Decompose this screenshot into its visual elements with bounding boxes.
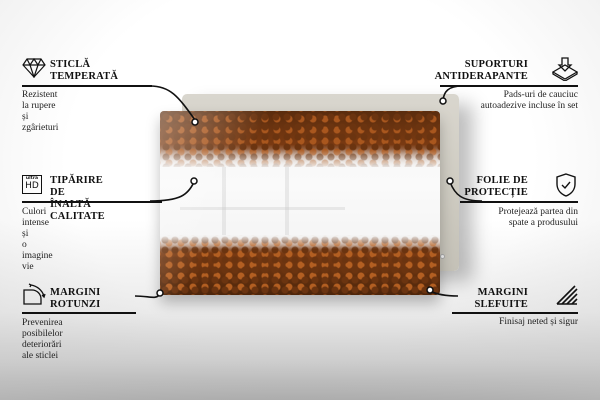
divider-line bbox=[460, 201, 578, 203]
diamond-icon bbox=[22, 58, 46, 78]
polished-edge-icon bbox=[556, 285, 578, 305]
feature-description: spate a produsului bbox=[508, 218, 578, 228]
feature-title: temperată bbox=[50, 71, 119, 82]
divider-line bbox=[440, 85, 578, 87]
feature-title: Suporturi bbox=[464, 59, 528, 70]
divider-line bbox=[22, 312, 136, 314]
window-frame-bar bbox=[180, 207, 345, 210]
glass-glare bbox=[160, 111, 440, 295]
feature-description: Culori intense și bbox=[22, 207, 49, 239]
shield-check-icon bbox=[556, 173, 576, 197]
feature-description: Finisaj neted și sigur bbox=[499, 317, 578, 327]
feature-description: ale sticlei bbox=[22, 351, 59, 361]
feature-description: și zgârieturi bbox=[22, 112, 59, 133]
mount-hole bbox=[440, 100, 445, 105]
rounded-corner-icon bbox=[23, 283, 46, 305]
feature-description: Protejează partea din bbox=[498, 207, 578, 217]
ultra-label: ultra bbox=[25, 176, 39, 181]
feature-description: autoadezive incluse în set bbox=[480, 101, 578, 111]
feature-title: Margini bbox=[50, 287, 101, 298]
divider-line bbox=[22, 201, 162, 203]
feature-title: Sticlă bbox=[50, 59, 91, 70]
feature-title: protecție bbox=[464, 187, 528, 198]
feature-description: Pads-uri de cauciuc bbox=[503, 90, 578, 100]
feature-title: Tipărire de bbox=[50, 175, 103, 198]
glass-panel-image bbox=[160, 111, 440, 295]
feature-description: Prevenirea posibilelor deteriorări bbox=[22, 318, 63, 350]
divider-line bbox=[452, 312, 578, 314]
feature-description: o imagine vie bbox=[22, 240, 53, 272]
mount-hole bbox=[440, 254, 445, 259]
window-frame-bar bbox=[222, 151, 226, 261]
anti-slip-pad-icon bbox=[552, 57, 578, 81]
feature-title: Folie de bbox=[476, 175, 528, 186]
window-frame-bar bbox=[285, 151, 289, 261]
feature-description: Rezistent la rupere bbox=[22, 90, 58, 111]
ultra-hd-icon: ultra HD bbox=[22, 175, 42, 194]
divider-line bbox=[22, 85, 152, 87]
feature-title: antiderapante bbox=[434, 71, 528, 82]
hd-label: HD bbox=[25, 181, 39, 191]
feature-title: Margini bbox=[477, 287, 528, 298]
coffee-beans-bottom bbox=[160, 235, 440, 295]
coffee-beans-top bbox=[160, 111, 440, 167]
feature-title: rotunzi bbox=[50, 299, 101, 310]
feature-title: slefuite bbox=[474, 299, 528, 310]
feature-title: înaltă calitate bbox=[50, 199, 105, 222]
